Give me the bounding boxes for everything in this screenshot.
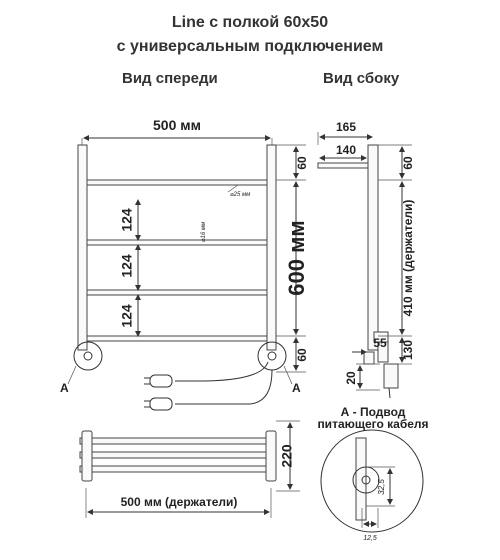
detail-dim-vertical: 32,5	[377, 479, 386, 495]
shelf-height: 220	[279, 444, 295, 468]
shelf-width: 500 мм (держатели)	[121, 495, 238, 509]
bar-1	[86, 179, 268, 186]
side-shelf	[317, 162, 371, 169]
spacing-3: 124	[119, 304, 135, 328]
right-vertical-pipe	[266, 144, 277, 351]
side-vertical-pipe	[367, 144, 379, 351]
diagram-title-line-2: с универсальным подключением	[116, 38, 384, 55]
front-view-label: Вид спереди	[122, 70, 218, 87]
width-dimension: 500 мм	[153, 117, 201, 133]
bar-4	[86, 335, 268, 342]
bottom-offset: 60	[295, 348, 309, 362]
label-a-right: A	[292, 381, 301, 395]
side-depth-total: 165	[336, 120, 356, 134]
horizontal-bars	[86, 179, 268, 342]
left-connection-circle	[73, 341, 103, 371]
diagram-title-line-1: Line с полкой 60х50	[171, 14, 329, 31]
left-vertical-pipe	[77, 144, 88, 351]
detail-circle	[320, 429, 424, 533]
spacing-1: 124	[119, 208, 135, 232]
side-holders: 410 мм (держатели)	[401, 200, 415, 317]
side-outlet: 20	[344, 371, 358, 385]
front-view: 500 мм A A 124 124 124 ⌀25 мм ⌀16 мм	[60, 117, 309, 395]
side-inset: 55	[373, 336, 387, 350]
side-bottom: 130	[401, 340, 415, 360]
detail-a: А - Подвод питающего кабеля 32,5 12,5	[317, 405, 428, 542]
bar-3	[86, 289, 268, 296]
side-view-label: Вид сбоку	[323, 70, 400, 87]
diameter-main: ⌀25 мм	[230, 192, 250, 198]
side-view: 165 140 60 410 мм (держатели) 130 55 20	[317, 120, 415, 399]
side-top-offset: 60	[401, 156, 415, 170]
side-depth-shelf: 140	[336, 143, 356, 157]
power-cables	[144, 361, 273, 411]
detail-caption-2: питающего кабеля	[317, 417, 428, 431]
spacing-2: 124	[119, 254, 135, 278]
diameter-bar: ⌀16 мм	[201, 222, 207, 242]
bar-2	[86, 239, 268, 246]
height-dimension: 600 мм	[284, 220, 309, 295]
top-offset: 60	[295, 156, 309, 170]
detail-caption-1: А - Подвод	[341, 405, 406, 419]
shelf-view: 220 500 мм (держатели)	[79, 420, 300, 518]
label-a-left: A	[60, 381, 69, 395]
detail-dim-horizontal: 12,5	[363, 535, 377, 542]
